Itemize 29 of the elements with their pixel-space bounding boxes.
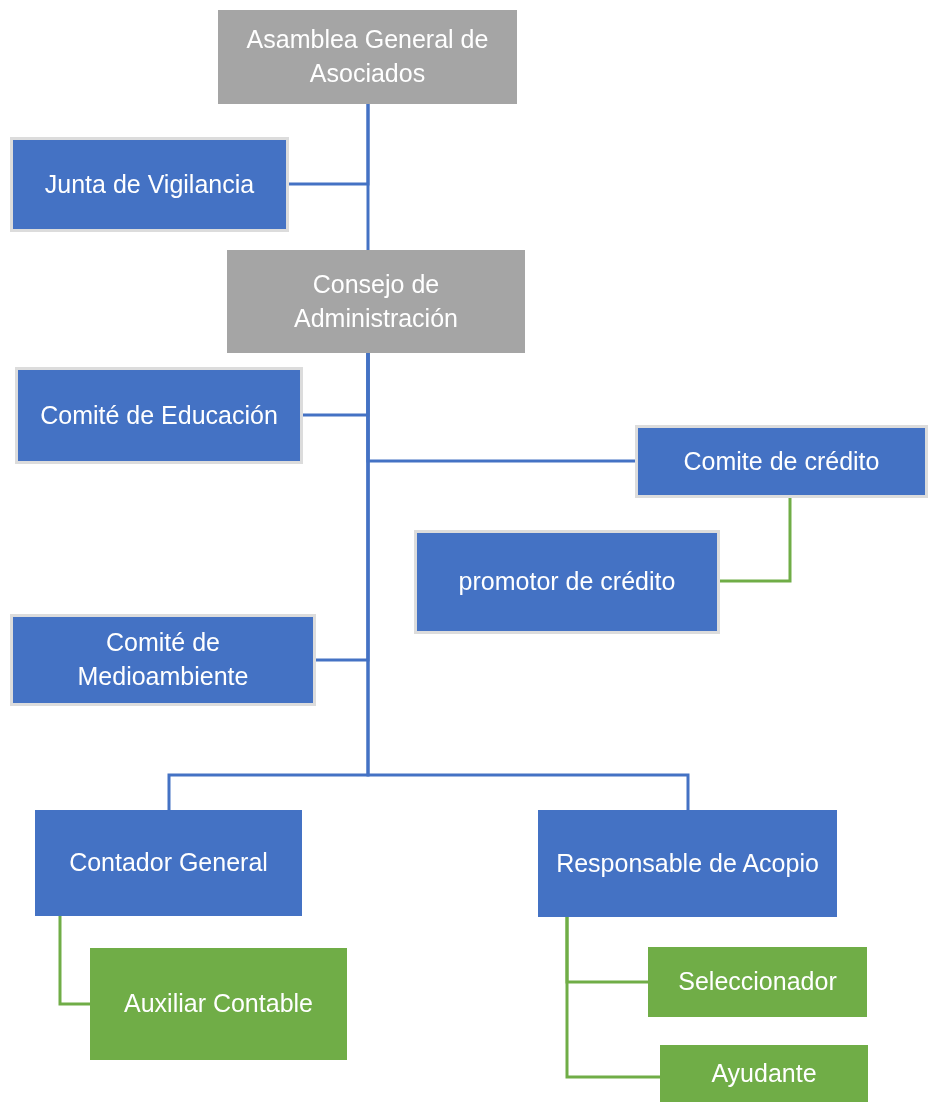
box-label: Auxiliar Contable: [124, 988, 313, 1020]
org-box: [227, 250, 525, 353]
connector-line: [720, 498, 792, 583]
org-box: [90, 948, 347, 1060]
box-label: Contador General: [69, 847, 268, 879]
connector-line: [565, 917, 660, 1079]
box-label: Comité de Educación: [40, 399, 278, 431]
box-label: Comite de crédito: [683, 445, 880, 477]
box-label: Junta de Vigilancia: [44, 168, 255, 200]
connector-line: [366, 104, 370, 250]
org-box: [15, 367, 303, 464]
org-box: [10, 137, 289, 232]
box-label: Comité de Medioambiente: [76, 627, 250, 692]
box-label: Consejo de Administración: [293, 268, 459, 334]
box-label: Ayudante: [711, 1057, 817, 1089]
org-box: [35, 810, 302, 916]
org-box: [218, 10, 517, 104]
box-label: Responsable de Acopio: [556, 847, 819, 879]
connector-line: [366, 353, 690, 810]
connector-line: [58, 916, 90, 1006]
org-box: [635, 425, 928, 498]
org-box: [538, 810, 837, 917]
org-box: [648, 947, 867, 1017]
org-box: [414, 530, 720, 634]
box-label: Seleccionador: [678, 966, 837, 998]
org-box: [660, 1045, 868, 1102]
box-label: promotor de crédito: [458, 566, 676, 598]
org-box: [10, 614, 316, 706]
box-label: Asamblea General de Asociados: [245, 24, 490, 89]
